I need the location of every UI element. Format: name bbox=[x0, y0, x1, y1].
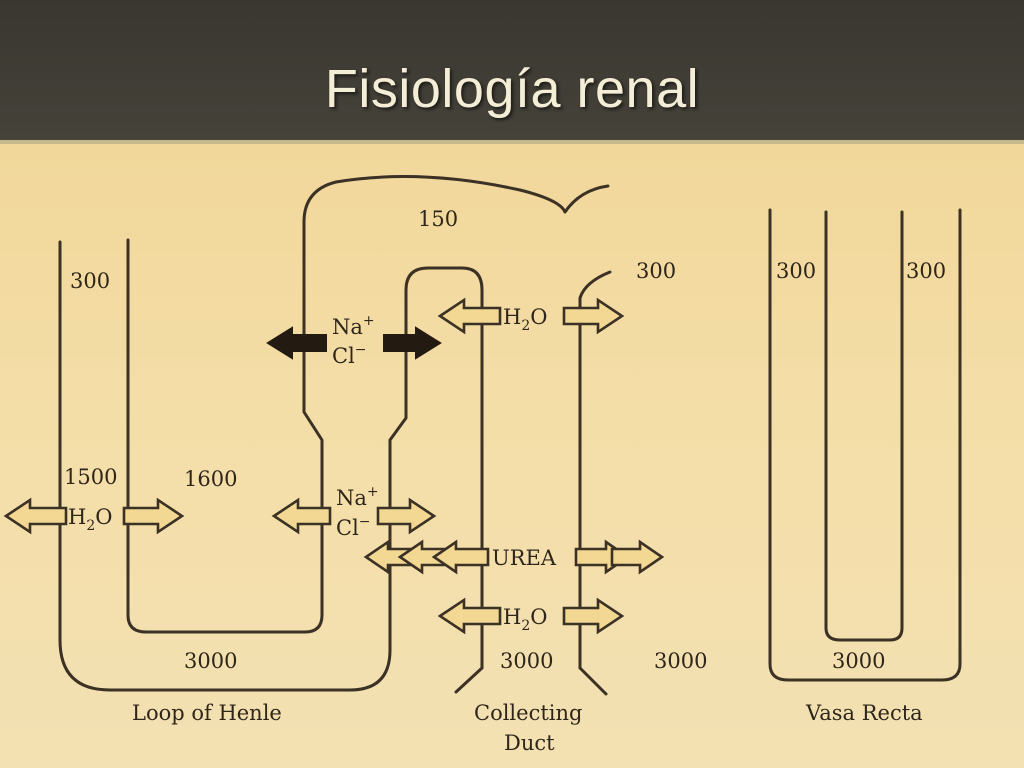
slide-title: Fisiología renal bbox=[324, 59, 700, 119]
loop-h2o-right-arrow bbox=[122, 497, 185, 535]
caption-loop-of-henle: Loop of Henle bbox=[132, 701, 282, 725]
caption-vasa-recta: Vasa Recta bbox=[805, 701, 923, 725]
vasa-osmolarity-300-left: 300 bbox=[776, 259, 816, 283]
loop-osmolarity-1600: 1600 bbox=[184, 467, 237, 491]
tubule-osmolarity-150: 150 bbox=[418, 207, 458, 231]
nacl-lower-na-label: Na+ bbox=[336, 484, 379, 510]
vasa-inner-tube bbox=[824, 210, 904, 642]
title-bar bbox=[0, 0, 1024, 140]
nacl-solid-left-arrow bbox=[266, 326, 327, 360]
duct-h2o-upper-label: H2O bbox=[503, 305, 547, 334]
caption-collecting: Collecting bbox=[474, 701, 582, 725]
nacl-solid-right-arrow bbox=[383, 326, 442, 360]
duct-right-flare bbox=[578, 666, 608, 696]
duct-osmolarity-3000-right: 3000 bbox=[654, 649, 707, 673]
duct-h2o-upper-right-arrow bbox=[562, 297, 625, 335]
kidney-diagram: 300 1500 1600 3000 150 300 3000 3000 300… bbox=[3, 175, 962, 755]
loop-osmolarity-1500: 1500 bbox=[64, 465, 117, 489]
urea-left-arrow-1 bbox=[431, 539, 490, 575]
loop-outer-tube bbox=[58, 240, 484, 692]
loop-of-henle bbox=[58, 175, 610, 692]
nacl-lower-cl-label: Cl− bbox=[336, 514, 371, 540]
nacl-upper-na-label: Na+ bbox=[332, 313, 375, 339]
duct-h2o-lower-label: H2O bbox=[503, 605, 547, 634]
collecting-duct bbox=[454, 270, 612, 696]
caption-duct: Duct bbox=[504, 731, 555, 755]
diagram-panel: 300 1500 1600 3000 150 300 3000 3000 300… bbox=[0, 144, 1024, 768]
title-divider bbox=[0, 140, 1024, 144]
loop-osmolarity-3000: 3000 bbox=[184, 649, 237, 673]
duct-osmolarity-3000-left: 3000 bbox=[500, 649, 553, 673]
nacl-open-right-arrow bbox=[376, 497, 437, 535]
duct-h2o-upper-left-arrow bbox=[437, 297, 502, 335]
loop-h2o-label: H2O bbox=[68, 505, 112, 534]
nacl-upper-cl-label: Cl− bbox=[332, 342, 367, 368]
duct-h2o-lower-right-arrow bbox=[562, 597, 625, 635]
loop-osmolarity-300: 300 bbox=[70, 269, 110, 293]
vasa-osmolarity-3000: 3000 bbox=[832, 649, 885, 673]
duct-osmolarity-300: 300 bbox=[636, 259, 676, 283]
nacl-open-left-arrow bbox=[271, 497, 332, 535]
urea-label: UREA bbox=[492, 546, 557, 570]
vasa-recta bbox=[768, 208, 962, 682]
loop-inner-tube bbox=[126, 175, 610, 634]
urea-right-arrow-2 bbox=[610, 539, 665, 575]
vasa-outer-tube bbox=[768, 208, 962, 682]
duct-left-flare bbox=[454, 666, 484, 694]
duct-right-wall bbox=[578, 270, 612, 670]
duct-h2o-lower-left-arrow bbox=[437, 597, 502, 635]
loop-h2o-left-arrow bbox=[3, 497, 68, 535]
vasa-osmolarity-300-right: 300 bbox=[906, 259, 946, 283]
